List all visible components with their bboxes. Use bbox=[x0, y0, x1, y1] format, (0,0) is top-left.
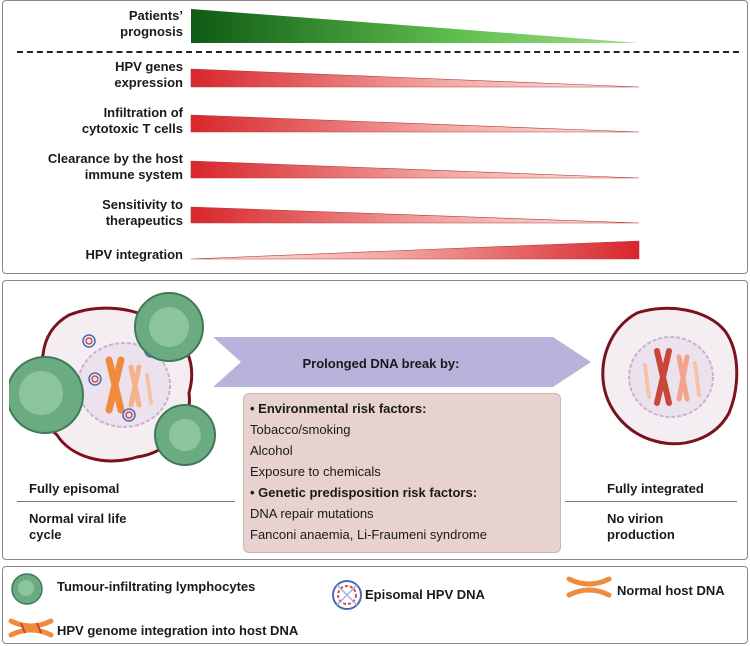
process-panel: Prolonged DNA break by: • Environmental … bbox=[2, 280, 748, 560]
wedge-hpv-genes bbox=[190, 68, 640, 88]
chromosome-icon bbox=[105, 356, 153, 414]
label-integration: HPV integration bbox=[85, 247, 183, 262]
gen-title: • Genetic predisposition risk factors: bbox=[250, 485, 478, 500]
process-arrow bbox=[213, 337, 591, 387]
label-prognosis: Patients’prognosis bbox=[120, 8, 183, 39]
divider-dashed bbox=[17, 51, 739, 53]
integrated-cell-illustration bbox=[601, 306, 739, 446]
wedge-sensitivity bbox=[190, 206, 640, 224]
integration-dna-icon bbox=[8, 618, 54, 638]
legend-integration: HPV genome integration into host DNA bbox=[57, 623, 299, 638]
right-state: Fully integrated bbox=[607, 481, 704, 496]
left-divider bbox=[17, 501, 235, 502]
arrow-text: Prolonged DNA break by: bbox=[302, 356, 460, 371]
gradient-wedges bbox=[190, 9, 640, 260]
legend-lymphocytes: Tumour-infiltrating lymphocytes bbox=[57, 579, 256, 594]
gen-item: DNA repair mutations bbox=[250, 506, 374, 521]
legend-panel: Tumour-infiltrating lymphocytes Episomal… bbox=[2, 566, 748, 644]
wedge-infiltration bbox=[190, 114, 640, 133]
wedge-prognosis bbox=[191, 9, 639, 43]
wedge-clearance bbox=[190, 160, 640, 179]
episomal-dna-icon bbox=[332, 580, 362, 610]
episomal-cell-illustration bbox=[9, 292, 216, 466]
integrated-chromosome-icon bbox=[643, 348, 701, 406]
env-item: Alcohol bbox=[250, 443, 293, 458]
right-divider bbox=[565, 501, 737, 502]
legend-normal-dna: Normal host DNA bbox=[617, 583, 725, 598]
normal-dna-icon bbox=[566, 576, 612, 598]
gen-item: Fanconi anaemia, Li-Fraumeni syndrome bbox=[250, 527, 487, 542]
left-state: Fully episomal bbox=[29, 481, 120, 496]
wedge-integration bbox=[190, 240, 640, 260]
risk-factors-box: • Environmental risk factors: Tobacco/sm… bbox=[243, 393, 561, 553]
lymphocyte-icon bbox=[11, 573, 43, 605]
lymphocyte-icons bbox=[9, 292, 216, 466]
env-item: Exposure to chemicals bbox=[250, 464, 381, 479]
env-title: • Environmental risk factors: bbox=[250, 401, 427, 416]
legend-episomal: Episomal HPV DNA bbox=[365, 587, 485, 602]
env-item: Tobacco/smoking bbox=[250, 422, 351, 437]
